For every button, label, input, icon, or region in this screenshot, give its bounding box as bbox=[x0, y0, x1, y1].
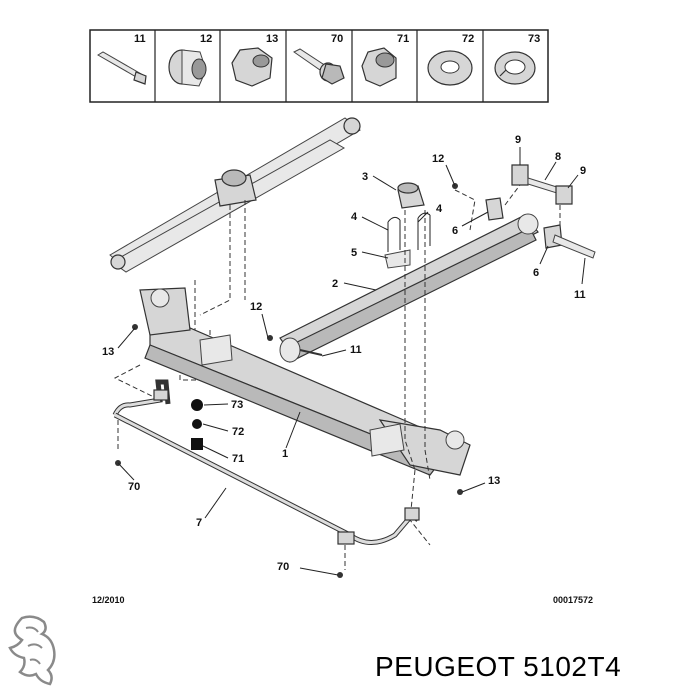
callout-1: 1 bbox=[282, 448, 288, 460]
callout-72: 72 bbox=[232, 426, 244, 438]
callout-2: 2 bbox=[332, 278, 338, 290]
callout-8: 8 bbox=[555, 151, 561, 163]
axle-beam bbox=[139, 287, 471, 476]
callout-70: 70 bbox=[277, 561, 289, 573]
header-part-number: 13 bbox=[266, 33, 278, 45]
header-part-number: 72 bbox=[462, 33, 474, 45]
header-part-number: 12 bbox=[200, 33, 212, 45]
callout-6: 6 bbox=[533, 267, 539, 279]
leader-lines bbox=[117, 147, 586, 576]
lock-nut-icon bbox=[361, 47, 397, 87]
bump-stop bbox=[397, 182, 425, 209]
header-part-number: 73 bbox=[528, 33, 540, 45]
nut-stack bbox=[191, 399, 203, 450]
header-part-number: 70 bbox=[331, 33, 343, 45]
fastener-icon bbox=[457, 489, 463, 495]
callout-5: 5 bbox=[351, 247, 357, 259]
callout-11: 11 bbox=[574, 289, 586, 301]
callout-13: 13 bbox=[488, 475, 500, 487]
callout-71: 71 bbox=[232, 453, 244, 465]
suspension-assembly bbox=[109, 117, 596, 578]
flange-bolt-icon bbox=[293, 48, 345, 85]
right-leaf-spring bbox=[279, 213, 539, 363]
callout-6: 6 bbox=[452, 225, 458, 237]
callout-12: 12 bbox=[250, 301, 262, 313]
fastener-icon bbox=[337, 572, 343, 578]
fastener-icon bbox=[132, 324, 138, 330]
header-part-number: 71 bbox=[397, 33, 409, 45]
shackle-assembly bbox=[485, 164, 596, 259]
bolt-icon bbox=[97, 51, 147, 85]
callout-13: 13 bbox=[102, 346, 114, 358]
callout-12: 12 bbox=[432, 153, 444, 165]
callout-70: 70 bbox=[128, 481, 140, 493]
callout-73: 73 bbox=[231, 399, 243, 411]
fastener-icon bbox=[267, 335, 273, 341]
nut-icon bbox=[168, 49, 207, 87]
brand-part-number: PEUGEOT 5102T4 bbox=[375, 651, 621, 682]
u-bolts bbox=[387, 212, 431, 252]
callout-9: 9 bbox=[515, 134, 521, 146]
callout-9: 9 bbox=[580, 165, 586, 177]
callout-11: 11 bbox=[350, 344, 362, 356]
parts-header-strip: 11 12 13 70 71 72 73 bbox=[89, 29, 549, 103]
left-leaf-spring bbox=[109, 117, 361, 273]
peugeot-lion-logo bbox=[8, 615, 56, 686]
diagram-reference: 00017572 bbox=[553, 595, 593, 605]
anti-roll-bar bbox=[112, 379, 420, 570]
spring-washer-icon bbox=[494, 51, 536, 85]
callout-labels: 3 4 4 5 2 12 9 8 9 6 6 11 12 13 11 73 72… bbox=[102, 134, 586, 573]
callout-4: 4 bbox=[351, 211, 358, 223]
callout-4: 4 bbox=[436, 203, 443, 215]
washer-icon bbox=[427, 50, 473, 86]
header-part-number: 11 bbox=[134, 33, 146, 45]
callout-7: 7 bbox=[196, 517, 202, 529]
diagram-date: 12/2010 bbox=[92, 595, 125, 605]
callout-3: 3 bbox=[362, 171, 368, 183]
hex-nut-icon bbox=[231, 47, 273, 87]
